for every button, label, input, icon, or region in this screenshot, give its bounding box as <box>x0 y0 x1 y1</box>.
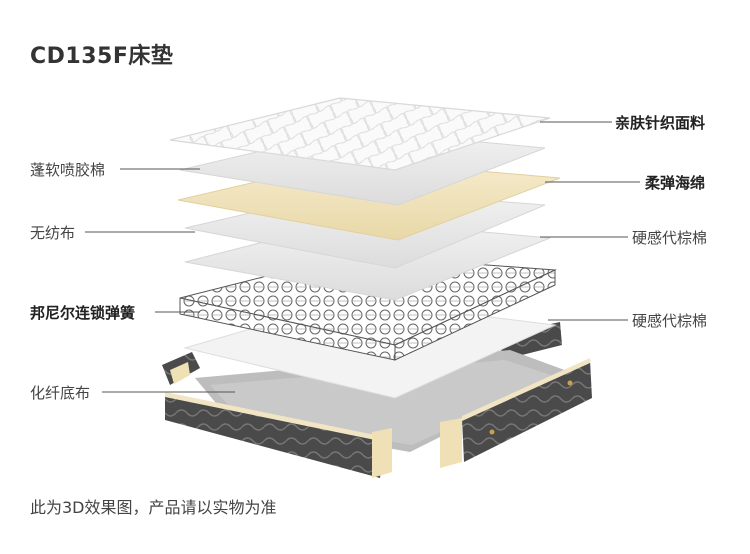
label-palm-2: 硬感代棕棉 <box>632 312 708 330</box>
label-springs: 邦尼尔连锁弹簧 <box>30 304 136 322</box>
label-nonwoven: 无纺布 <box>30 224 76 242</box>
leader-lines <box>85 121 640 393</box>
disclaimer-note: 此为3D效果图，产品请以实物为准 <box>30 498 277 517</box>
label-knit: 亲肤针织面料 <box>615 114 706 132</box>
label-fleece: 蓬软喷胶棉 <box>30 161 106 179</box>
label-palm-1: 硬感代棕棉 <box>632 229 708 247</box>
base-frame <box>162 322 592 478</box>
label-foam: 柔弹海绵 <box>645 174 706 192</box>
label-bottom-cloth: 化纤底布 <box>30 384 91 402</box>
knit-top-layer <box>169 97 551 171</box>
page-title: CD135F床垫 <box>30 44 174 69</box>
